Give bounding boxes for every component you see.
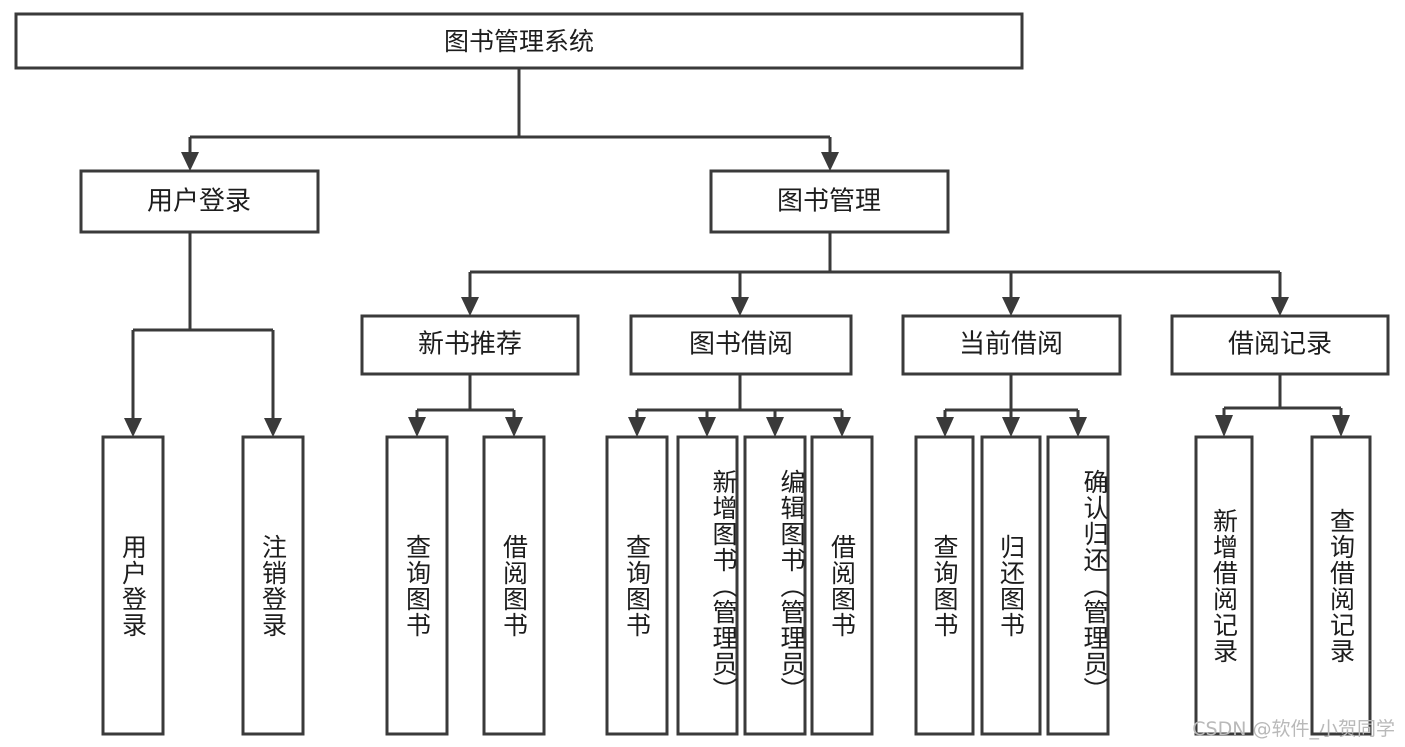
leaf-box-user-login[interactable] xyxy=(101,435,165,736)
node-user-login-label: 用户登录 xyxy=(147,187,251,217)
node-book-borrow-label: 图书借阅 xyxy=(689,330,793,360)
node-new-book-recommend-box[interactable] xyxy=(360,314,580,376)
arrow-head-leaf-user-login xyxy=(124,418,142,437)
leaf-box-bb-borrow-book[interactable] xyxy=(810,435,874,736)
node-borrow-record-label: 借阅记录 xyxy=(1228,330,1332,360)
node-current-borrow-box[interactable] xyxy=(901,314,1122,376)
leaf-box-nb-query-book[interactable] xyxy=(385,435,449,736)
arrow-head-bb-leaf4 xyxy=(833,417,851,437)
arrow-head-cb-leaf2 xyxy=(1002,417,1020,437)
leaf-box-logout[interactable] xyxy=(241,435,305,736)
node-root-label: 图书管理系统 xyxy=(444,27,594,56)
node-new-book-recommend-label: 新书推荐 xyxy=(418,330,522,360)
connector-group xyxy=(124,68,1350,437)
node-borrow-record-box[interactable] xyxy=(1170,314,1390,376)
arrow-head-new-book xyxy=(461,297,479,316)
node-new-book-recommend[interactable]: 新书推荐 xyxy=(360,314,580,376)
node-borrow-record[interactable]: 借阅记录 xyxy=(1170,314,1390,376)
node-current-borrow-label: 当前借阅 xyxy=(959,330,1063,360)
leaf-box-bb-edit-book[interactable] xyxy=(743,435,807,736)
node-book-borrow-box[interactable] xyxy=(629,314,853,376)
node-user-login[interactable]: 用户登录 xyxy=(79,169,320,234)
leaf-box-nb-borrow-book[interactable] xyxy=(482,435,546,736)
node-book-borrow[interactable]: 图书借阅 xyxy=(629,314,853,376)
leaf-box-bb-add-book[interactable] xyxy=(676,435,739,736)
leaf-box-cb-return-book[interactable] xyxy=(980,435,1042,736)
arrow-head-user-login xyxy=(181,152,199,171)
arrow-head-cb-leaf3 xyxy=(1069,417,1087,437)
node-root-box[interactable] xyxy=(14,12,1024,70)
leaf-box-cb-confirm-return[interactable] xyxy=(1046,435,1110,736)
leaf-box-bb-query-book[interactable] xyxy=(605,435,669,736)
node-current-borrow[interactable]: 当前借阅 xyxy=(901,314,1122,376)
node-book-manage[interactable]: 图书管理 xyxy=(709,169,950,234)
arrow-head-nb-leaf2 xyxy=(505,417,523,437)
arrow-head-cb-leaf1 xyxy=(936,417,954,437)
arrow-head-br-leaf2 xyxy=(1332,415,1350,437)
arrow-head-bb-leaf3 xyxy=(766,417,784,437)
node-book-manage-label: 图书管理 xyxy=(777,187,881,217)
node-root[interactable]: 图书管理系统 xyxy=(14,12,1024,70)
arrow-head-nb-leaf1 xyxy=(408,417,426,437)
arrow-head-br-leaf1 xyxy=(1215,415,1233,437)
node-user-login-box[interactable] xyxy=(79,169,320,234)
arrow-head-bb-leaf1 xyxy=(628,417,646,437)
leaf-box-br-query-record[interactable] xyxy=(1310,435,1372,736)
arrow-head-leaf-logout xyxy=(264,418,282,437)
arrow-head-borrow-record xyxy=(1271,297,1289,316)
arrow-head-current-borrow xyxy=(1002,297,1020,316)
csdn-watermark: CSDN @软件_小贺同学 xyxy=(1192,718,1395,740)
arrow-head-book-borrow xyxy=(731,297,749,316)
arrow-head-bb-leaf2 xyxy=(698,417,716,437)
leaf-box-br-add-record[interactable] xyxy=(1194,435,1254,736)
arrow-head-book-manage xyxy=(821,152,839,171)
leaf-box-cb-query-book[interactable] xyxy=(914,435,975,736)
node-book-manage-box[interactable] xyxy=(709,169,950,234)
